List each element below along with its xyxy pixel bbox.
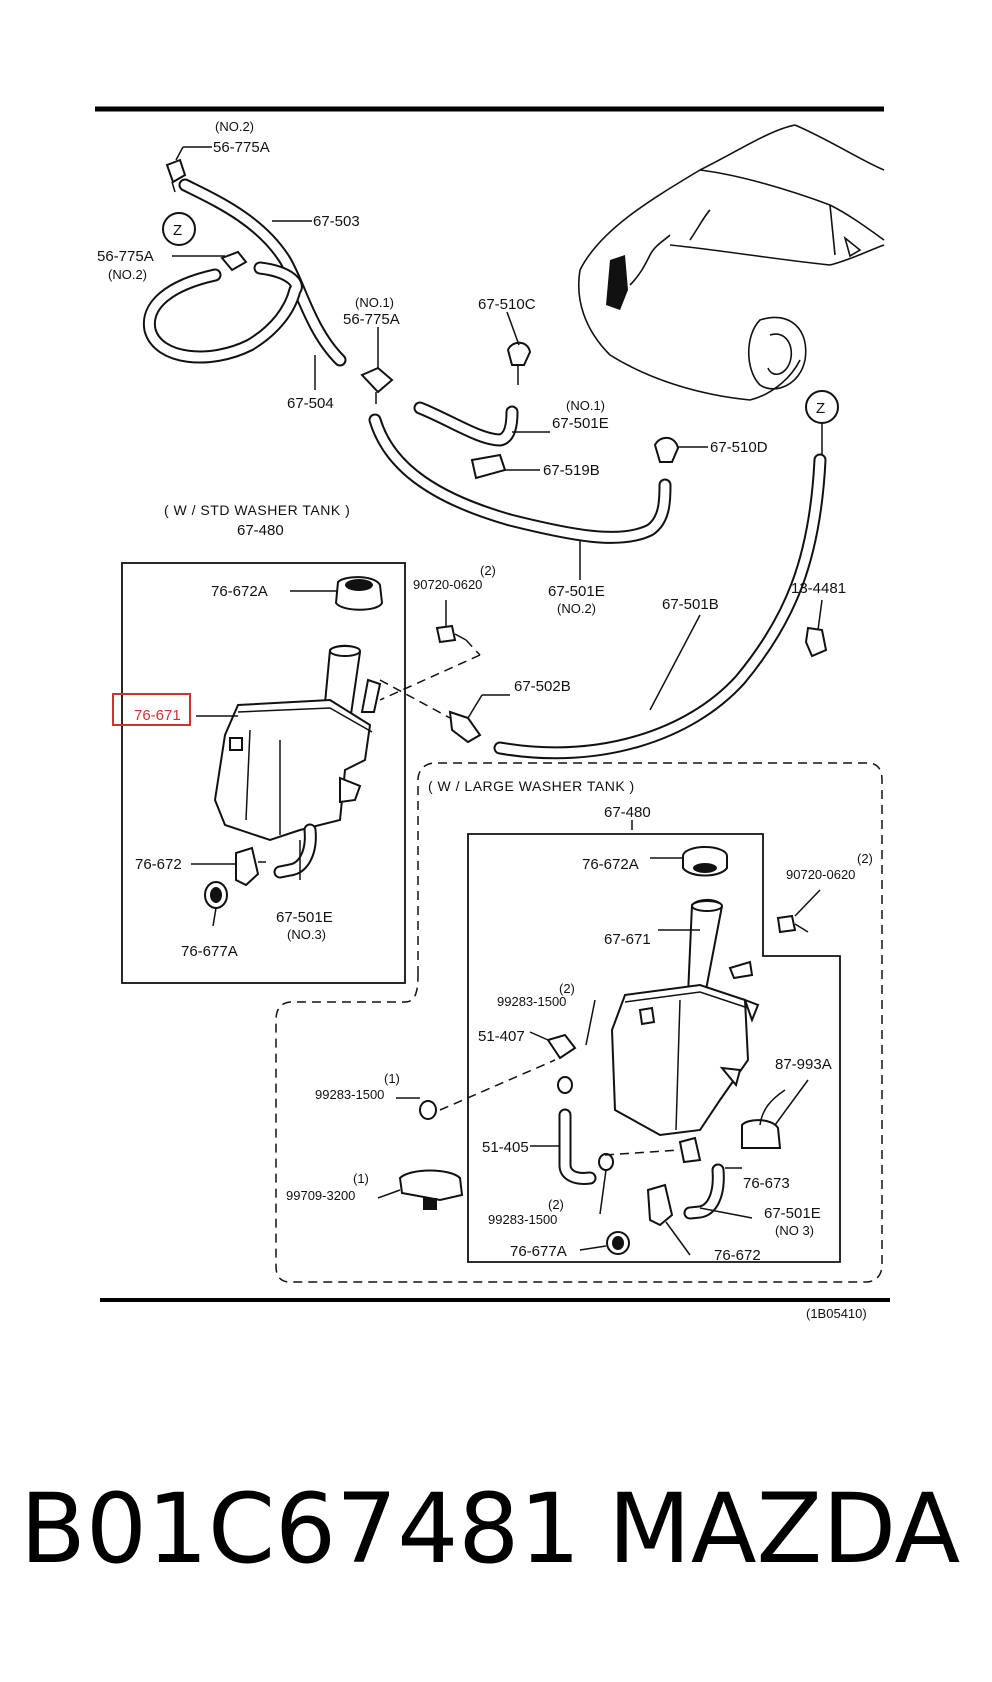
large-bolt-90720-0620 xyxy=(776,889,821,934)
label-99709-3200: 99709-3200 xyxy=(286,1188,355,1203)
label-z-right: Z xyxy=(816,400,825,417)
std-tank-body-76-671 xyxy=(213,644,382,842)
leaders-upper xyxy=(172,146,823,719)
label-67-503: 67-503 xyxy=(313,213,360,230)
large-tank-box xyxy=(467,833,841,1263)
large-fitting-51-407 xyxy=(546,1033,577,1094)
std-hose-67-501e xyxy=(273,823,317,879)
label-qty2-b: (2) xyxy=(857,851,873,866)
label-no3-std: (NO.3) xyxy=(287,927,326,942)
bolt-90720-0620-std xyxy=(379,600,481,719)
label-99283-1500-c: 99283-1500 xyxy=(488,1212,557,1227)
label-56-775a-top: 56-775A xyxy=(213,139,270,156)
label-std-76-672: 76-672 xyxy=(135,856,182,873)
labels: (NO.2) 56-775A 67-503 Z 56-775A (NO.2) (… xyxy=(97,119,873,1321)
label-z-left: Z xyxy=(173,222,182,239)
label-qty2-a: (2) xyxy=(480,563,496,578)
label-no1-b: (NO.1) xyxy=(566,398,605,413)
brand-caption: MAZDA xyxy=(608,1473,960,1585)
large-pump-76-673 xyxy=(741,1089,786,1149)
label-large-title: ( W / LARGE WASHER TANK ) xyxy=(428,778,635,794)
highlight-box xyxy=(112,693,191,726)
clip-67-519b xyxy=(470,453,507,480)
label-large-76-677a: 76-677A xyxy=(510,1243,567,1260)
label-std-76-672a: 76-672A xyxy=(211,583,268,600)
leaders-std xyxy=(191,715,301,927)
label-large-76-672a: 76-672A xyxy=(582,856,639,873)
connector-56-775a-top xyxy=(165,158,187,193)
connector-56-775a-no1 xyxy=(360,366,394,404)
label-67-519b: 67-519B xyxy=(543,462,600,479)
label-std-76-677a: 76-677A xyxy=(181,943,238,960)
part-number-caption: B01C67481 xyxy=(20,1473,580,1585)
label-67-510c: 67-510C xyxy=(478,296,536,313)
label-highlight-76-671: 76-671 xyxy=(134,707,181,724)
label-99283-1500-b: 99283-1500 xyxy=(315,1087,384,1102)
car-washer-tank-silhouette xyxy=(606,255,628,310)
large-hose-67-501e xyxy=(683,1163,725,1220)
clamp-13-4481 xyxy=(804,626,828,658)
std-grommet-76-677a xyxy=(204,881,228,909)
label-no3-large: (NO 3) xyxy=(775,1223,814,1238)
label-figure-code: (1B05410) xyxy=(806,1306,867,1321)
label-large-code: 67-480 xyxy=(604,804,651,821)
label-99283-1500-a: 99283-1500 xyxy=(497,994,566,1009)
large-grommet-76-677a xyxy=(606,1231,630,1255)
hoses-upper xyxy=(142,178,827,760)
large-clip-99283-1500 xyxy=(419,1100,614,1171)
label-large-67-501e: 67-501E xyxy=(764,1205,821,1222)
nozzle-67-510c xyxy=(506,341,532,385)
label-qty2-d: (2) xyxy=(548,1197,564,1212)
large-band-99709-3200 xyxy=(398,1169,464,1210)
z-circle-left xyxy=(162,212,196,246)
nozzle-67-510d xyxy=(653,436,680,463)
large-cap-76-672a xyxy=(682,846,728,877)
std-cap-76-672a xyxy=(334,576,384,611)
label-67-502b: 67-502B xyxy=(514,678,571,695)
large-pump-76-672 xyxy=(646,1136,702,1227)
label-no2-top: (NO.2) xyxy=(215,119,254,134)
label-90720-0620-b: 90720-0620 xyxy=(786,867,855,882)
label-std-67-501e: 67-501E xyxy=(276,909,333,926)
label-qty2-c: (2) xyxy=(559,981,575,996)
car-illustration xyxy=(578,124,885,401)
large-tank-dashed-region xyxy=(275,762,883,1283)
large-hose-51-405 xyxy=(558,1108,597,1185)
label-87-993a: 87-993A xyxy=(775,1056,832,1073)
label-13-4481: 13-4481 xyxy=(791,580,846,597)
label-67-510d: 67-510D xyxy=(710,439,768,456)
label-56-775a-no1: 56-775A xyxy=(343,311,400,328)
std-tank-box xyxy=(121,562,406,984)
label-51-405: 51-405 xyxy=(482,1139,529,1156)
label-51-407: 51-407 xyxy=(478,1028,525,1045)
label-qty1-a: (1) xyxy=(384,1071,400,1086)
connector-56-775a-mid xyxy=(220,250,248,272)
label-76-673: 76-673 xyxy=(743,1175,790,1192)
label-qty1-b: (1) xyxy=(353,1171,369,1186)
label-large-76-672: 76-672 xyxy=(714,1247,761,1264)
label-67-501e-top: 67-501E xyxy=(552,415,609,432)
label-67-501e-no2: 67-501E xyxy=(548,583,605,600)
label-no2-mid: (NO.2) xyxy=(108,267,147,282)
label-90720-0620-a: 90720-0620 xyxy=(413,577,482,592)
label-no2-lower: (NO.2) xyxy=(557,601,596,616)
label-large-67-671: 67-671 xyxy=(604,931,651,948)
label-56-775a-mid: 56-775A xyxy=(97,248,154,265)
leaders-large xyxy=(377,820,809,1256)
connector-67-502b xyxy=(448,710,482,744)
label-std-code: 67-480 xyxy=(237,522,284,539)
label-67-501b: 67-501B xyxy=(662,596,719,613)
std-pump-76-672 xyxy=(235,846,266,887)
label-std-title: ( W / STD WASHER TANK ) xyxy=(164,502,350,518)
label-no1-a: (NO.1) xyxy=(355,295,394,310)
large-tank-body-67-671 xyxy=(610,898,760,1137)
label-67-504: 67-504 xyxy=(287,395,334,412)
